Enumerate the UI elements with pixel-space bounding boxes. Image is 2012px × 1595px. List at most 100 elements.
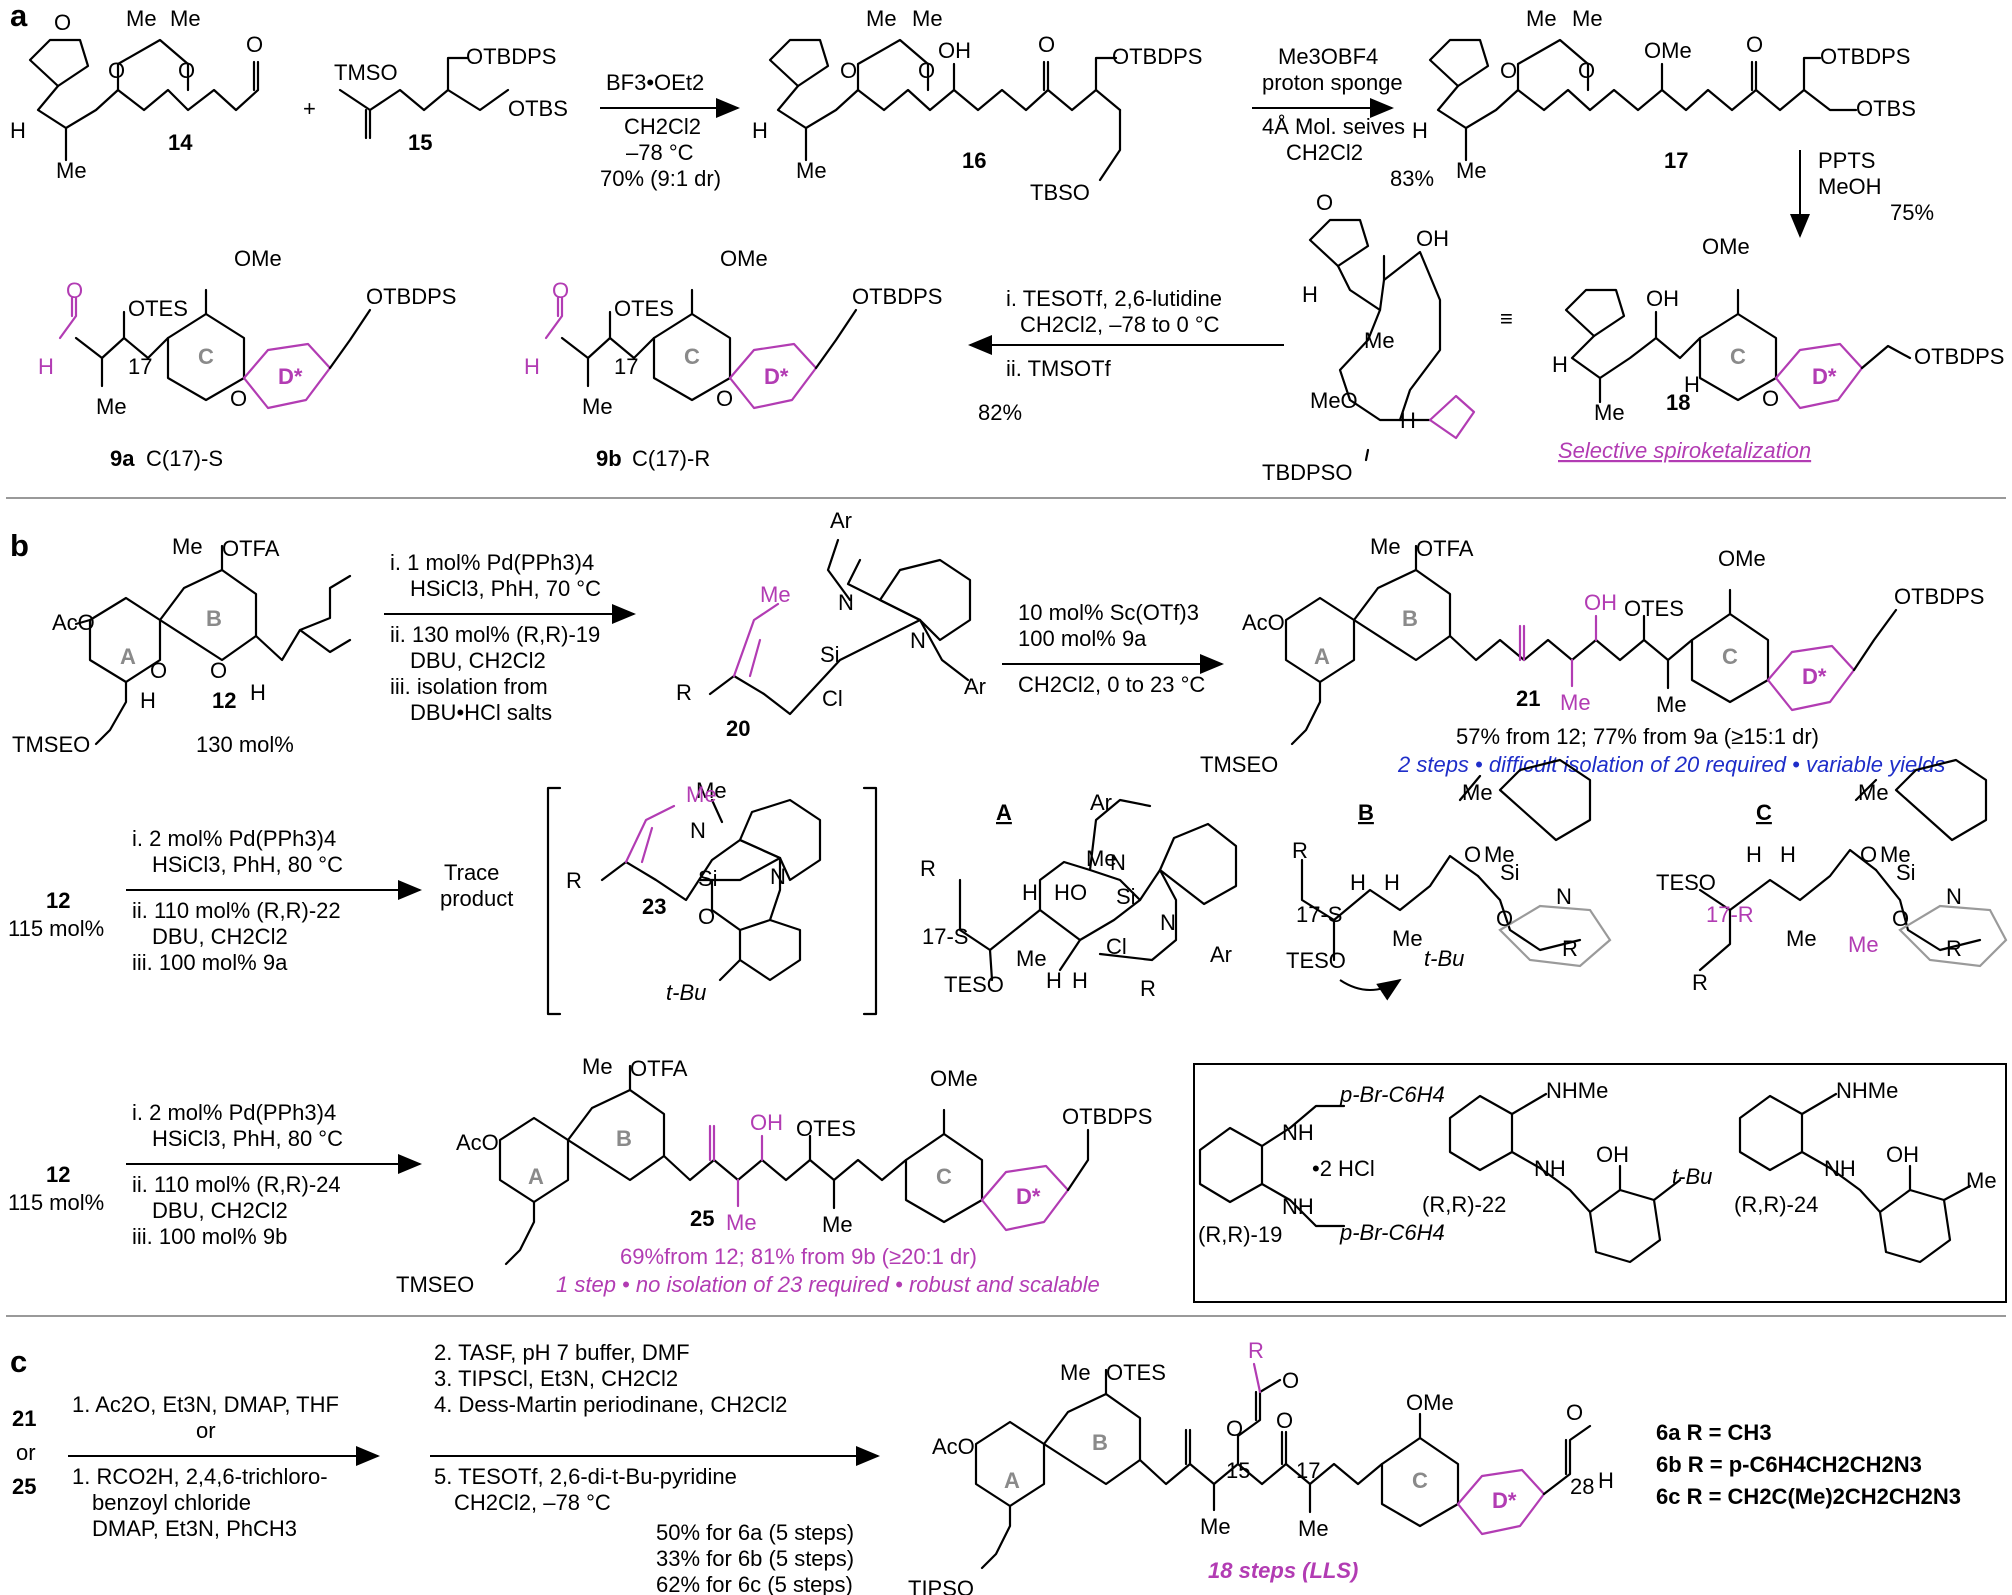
yield-25: 69%from 12; 81% from 9b (≥20:1 dr)	[620, 1244, 977, 1269]
structure-23: Me N Si N O Me R t-Bu 23	[546, 778, 878, 1016]
me-label: Me	[1786, 926, 1817, 951]
pbr-label: p-Br-C6H4	[1339, 1082, 1445, 1107]
o-label: O	[1464, 842, 1481, 867]
n-label: N	[690, 818, 706, 843]
ring-c-label: C	[198, 344, 214, 369]
me-label: Me	[1392, 926, 1423, 951]
tipso2c-label: TIPSO	[908, 1576, 974, 1595]
tmseo2c-label: TMSEO	[396, 1272, 474, 1297]
rcd-label: R	[1692, 970, 1708, 995]
carbon-number: 15	[1226, 1458, 1250, 1483]
si-label: Si	[1116, 884, 1136, 909]
h-label: H	[752, 118, 768, 143]
compound-number: 9a	[110, 446, 135, 471]
condition-line: DBU•HCl salts	[410, 700, 552, 725]
rcd-label: R	[920, 856, 936, 881]
ligand-label: (R,R)-22	[1422, 1192, 1506, 1217]
ring-d-label: D*	[1492, 1488, 1517, 1513]
condition-line: DMAP, Et3N, PhCH3	[92, 1516, 297, 1541]
ring-d-label: D*	[1016, 1184, 1041, 1209]
h-label: H	[1022, 880, 1038, 905]
me-label: Me	[126, 6, 157, 31]
otbdps-label: OTBDPS	[366, 284, 456, 309]
me-label: Me	[726, 1210, 757, 1235]
ring-c-label: C	[1722, 644, 1738, 669]
h-label: H	[524, 354, 540, 379]
otbs-label: OTBS	[1856, 96, 1916, 121]
o-label: O	[1038, 32, 1055, 57]
aco-label: AcO	[932, 1434, 975, 1459]
o-label: O	[918, 58, 935, 83]
o-label: O	[1762, 386, 1779, 411]
amount-label: 115 mol%	[8, 916, 104, 941]
nh-label: NH	[1824, 1156, 1856, 1181]
me-label: Me	[1858, 780, 1889, 805]
h-label: H	[1302, 282, 1318, 307]
condition-line: 1. Ac2O, Et3N, DMAP, THF	[72, 1392, 339, 1417]
o-label: O	[1282, 1368, 1299, 1393]
product-6b: 6b R = p-C6H4CH2CH2N3	[1656, 1452, 1922, 1477]
compound-number: 18	[1666, 390, 1690, 415]
aco-label: AcO	[52, 610, 95, 635]
me-label: Me	[1560, 690, 1591, 715]
si-label: Si	[1896, 860, 1916, 885]
me-label: Me	[1370, 534, 1401, 559]
me-label: Me	[1526, 6, 1557, 31]
h-label: H	[38, 354, 54, 379]
condition-line: iii. 100 mol% 9b	[132, 1224, 287, 1249]
me-label: Me	[1364, 328, 1395, 353]
nh-label: NH	[1282, 1120, 1314, 1145]
structure-9b: O H Me OTES OMe OTBDPS 17 O C D* 9b C(17…	[524, 246, 942, 471]
pbr-label: p-Br-C6H4	[1339, 1220, 1445, 1245]
stereo-label: 17-S	[922, 924, 968, 949]
structure-18: OMe OH H Me H O OTBDPS C D* 18 Selective…	[1552, 234, 2004, 463]
otes-label: OTES	[1624, 596, 1684, 621]
condition-line: MeOH	[1818, 174, 1882, 199]
ligand-24: NHMe NH OH Me (R,R)-24	[1734, 1078, 1997, 1264]
condition-line: i. 2 mol% Pd(PPh3)4	[132, 826, 336, 851]
me-label: Me	[1848, 932, 1879, 957]
condition-line: benzoyl chloride	[92, 1490, 251, 1515]
condition-line: DBU, CH2Cl2	[152, 924, 288, 949]
tbso-label: TBSO	[1030, 180, 1090, 205]
h-label: H	[1552, 352, 1568, 377]
o-label: O	[1578, 58, 1595, 83]
condition-line: i. TESOTf, 2,6-lutidine	[1006, 286, 1222, 311]
stereo-label: 17-S	[1296, 902, 1342, 927]
n-label: N	[770, 864, 786, 889]
structure-16: O O Me Me H Me OH O OTBDPS TBSO 16	[752, 6, 1202, 205]
compound-number: 14	[168, 130, 193, 155]
otes-label: OTES	[796, 1116, 856, 1141]
oh-label: OH	[1886, 1142, 1919, 1167]
me-label: Me	[1572, 6, 1603, 31]
h-label: H	[1412, 118, 1428, 143]
ome-label: OMe	[1702, 234, 1750, 259]
rab-label: R	[1946, 936, 1962, 961]
stereo-label: C(17)-S	[146, 446, 223, 471]
otbdps-label: OTBDPS	[1894, 584, 1984, 609]
r-label: R	[1248, 1338, 1264, 1363]
panel-label-a: a	[10, 0, 28, 33]
condition-line: 82%	[978, 400, 1022, 425]
condition-line: CH2Cl2, –78 to 0 °C	[1020, 312, 1220, 337]
condition-line: or	[196, 1418, 216, 1443]
structure-20: Ar Me N Si N Ar Cl R 20	[676, 508, 986, 741]
o-label: O	[108, 58, 125, 83]
me-label: Me	[1594, 400, 1625, 425]
compound-number: 25	[12, 1474, 36, 1499]
me-label: Me	[1060, 1360, 1091, 1385]
trace-line: Trace	[444, 860, 499, 885]
amount-label: 130 mol%	[196, 732, 294, 757]
compound-number: 15	[408, 130, 432, 155]
o-label: O	[1860, 842, 1877, 867]
tbu-label: t-Bu	[666, 980, 706, 1005]
otbdps-label: OTBDPS	[1914, 344, 2004, 369]
oh-label: OH	[1416, 226, 1449, 251]
condition-line: i. 1 mol% Pd(PPh3)4	[390, 550, 594, 575]
o-label: O	[1500, 58, 1517, 83]
o-label: O	[1496, 906, 1513, 931]
o-label: O	[230, 386, 247, 411]
me-label: Me	[1200, 1514, 1231, 1539]
condition-line: 75%	[1890, 200, 1934, 225]
